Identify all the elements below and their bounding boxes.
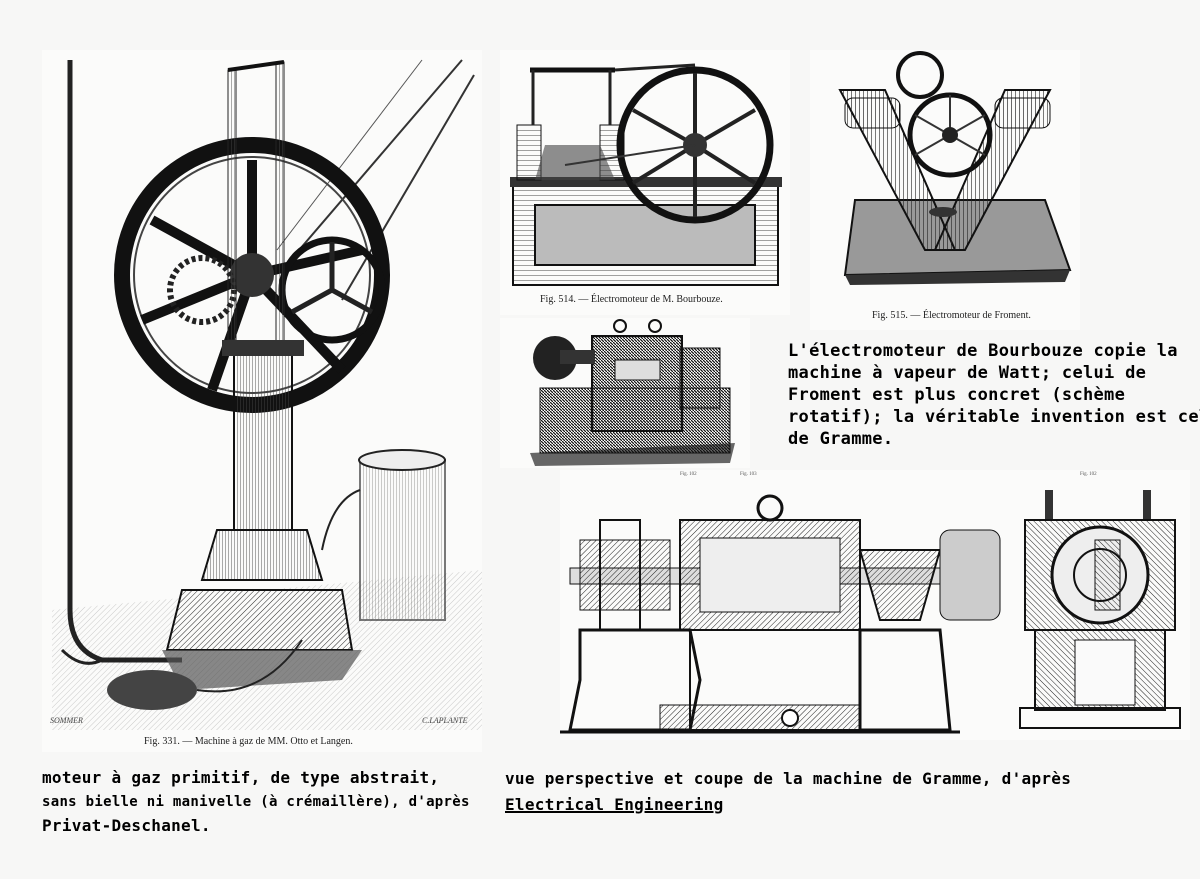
gramme-machine-perspective-engraving: [520, 318, 740, 466]
froment-electromotor-engraving: [815, 50, 1075, 300]
note-line: Privat-Deschanel.: [42, 816, 211, 835]
bourbouze-panel: Fig. 514. — Électromoteur de M. Bourbouz…: [500, 50, 790, 315]
bourbouze-electromotor-engraving: [505, 55, 785, 290]
electrical-engineering-source: Electrical Engineering: [505, 795, 724, 814]
gas-engine-handwritten-note: moteur à gaz primitif, de type abstrait,…: [42, 766, 470, 838]
electromotors-handwritten-note: L'électromoteur de Bourbouze copie la ma…: [788, 340, 1200, 450]
note-line: moteur à gaz primitif, de type abstrait,: [42, 768, 440, 787]
otto-langen-gas-engine-engraving: [42, 50, 482, 730]
fig-331-caption: Fig. 331. — Machine à gaz de MM. Otto et…: [144, 736, 353, 747]
froment-panel: Fig. 515. — Électromoteur de Froment.: [810, 50, 1080, 330]
fig-label-mid: Fig. 103: [740, 472, 757, 477]
note-line: rotatif); la véritable invention est cel…: [788, 407, 1200, 427]
gramme-end-view-drawing: [1015, 480, 1185, 740]
gramme-handwritten-note: vue perspective et coupe de la machine d…: [505, 766, 1071, 818]
note-line: de Gramme.: [788, 429, 894, 449]
left-panel: SOMMER C.LAPLANTE Fig. 331. — Machine à …: [42, 50, 482, 752]
note-line: vue perspective et coupe de la machine d…: [505, 769, 1072, 788]
gramme-cross-section-drawing: [560, 480, 1010, 740]
gramme-perspective-panel: [500, 318, 750, 468]
engraver-signature-left: SOMMER: [50, 716, 83, 725]
fig-label-right: Fig. 102: [1080, 472, 1097, 477]
note-line: sans bielle ni manivelle (à crémaillère)…: [42, 794, 470, 810]
gramme-section-panel: Fig. 102 Fig. 103 Fig. 102: [560, 470, 1190, 740]
note-line: machine à vapeur de Watt; celui de: [788, 363, 1147, 383]
fig-515-caption: Fig. 515. — Électromoteur de Froment.: [872, 310, 1031, 321]
note-line: L'électromoteur de Bourbouze copie la: [788, 341, 1178, 361]
fig-label-left: Fig. 102: [680, 472, 697, 477]
note-line: Froment est plus concret (schème: [788, 385, 1126, 405]
engraver-signature-right: C.LAPLANTE: [422, 716, 468, 725]
fig-514-caption: Fig. 514. — Électromoteur de M. Bourbouz…: [540, 294, 723, 305]
